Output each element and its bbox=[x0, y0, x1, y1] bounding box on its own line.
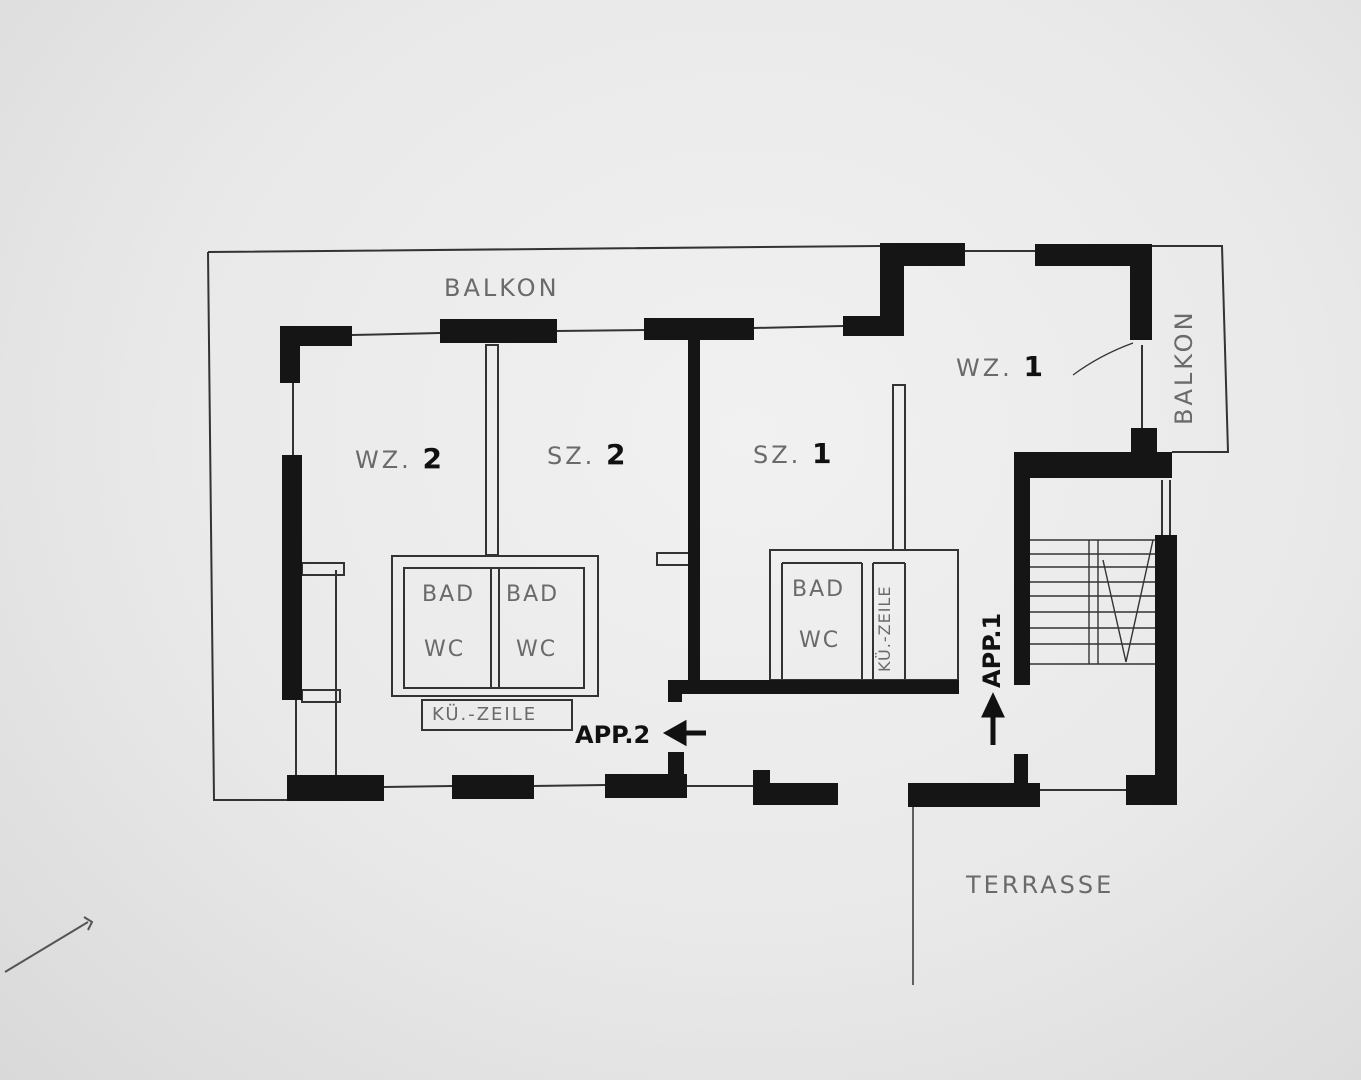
right-balcony-outline bbox=[1148, 245, 1230, 453]
terrasse-label: TERRASSE bbox=[966, 871, 1115, 899]
outer-balcony-outline bbox=[207, 245, 881, 801]
staircase bbox=[1028, 539, 1155, 665]
room-wz2-label: WZ. 2 bbox=[355, 442, 442, 475]
app1-arrow-icon bbox=[981, 692, 1005, 745]
kuezeile-vertical-label: KÜ.-ZEILE bbox=[875, 585, 894, 672]
door-swing-arc bbox=[1072, 342, 1134, 376]
walls bbox=[280, 243, 1177, 807]
bad-mid-label: BAD bbox=[506, 582, 560, 607]
pen-mark bbox=[4, 916, 94, 973]
room-sz1-label: SZ. 1 bbox=[753, 437, 832, 470]
wc-mid-label: WC bbox=[516, 637, 558, 662]
room-wz1-label: WZ. 1 bbox=[956, 350, 1043, 383]
app2-arrow-icon bbox=[662, 719, 706, 747]
app1-label: APP.1 bbox=[978, 612, 1006, 688]
app2-label: APP.2 bbox=[575, 721, 651, 749]
balkon-top-label: BALKON bbox=[444, 274, 560, 302]
wc-right-label: WC bbox=[799, 628, 841, 653]
bad-left-label: BAD bbox=[422, 582, 476, 607]
kitchenette-box bbox=[421, 699, 573, 731]
balkon-right-label: BALKON bbox=[1170, 309, 1198, 425]
bad-right-label: BAD bbox=[792, 577, 846, 602]
kuezeile-bottom-label: KÜ.-ZEILE bbox=[432, 704, 538, 725]
wc-left-label: WC bbox=[424, 637, 466, 662]
room-sz2-label: SZ. 2 bbox=[547, 438, 626, 471]
